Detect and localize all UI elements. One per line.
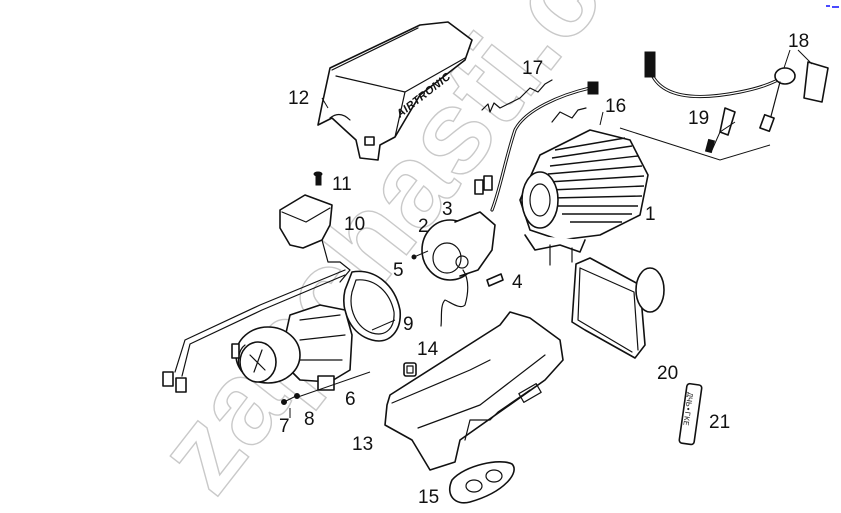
callout-15: 15 bbox=[418, 487, 439, 508]
callout-11: 11 bbox=[332, 174, 352, 195]
part-control-unit[interactable] bbox=[279, 194, 351, 283]
callout-20: 20 bbox=[657, 363, 678, 384]
part-screw-2[interactable] bbox=[411, 250, 429, 260]
callout-19: 19 bbox=[688, 108, 709, 129]
leader-lines bbox=[289, 49, 813, 418]
callout-6: 6 bbox=[345, 389, 356, 410]
part-lower-casing[interactable] bbox=[384, 311, 564, 471]
part-blower[interactable] bbox=[231, 304, 353, 391]
callout-12: 12 bbox=[288, 88, 309, 109]
callout-18: 18 bbox=[788, 31, 809, 52]
part-sensor-harness[interactable] bbox=[474, 81, 599, 212]
part-wiring-harness[interactable] bbox=[644, 51, 829, 133]
callout-17: 17 bbox=[522, 58, 543, 79]
part-burner[interactable] bbox=[421, 211, 496, 281]
callout-14: 14 bbox=[417, 339, 439, 360]
callout-10: 10 bbox=[344, 214, 365, 235]
part-heat-exchanger[interactable] bbox=[519, 129, 649, 266]
corner-mark bbox=[826, 5, 839, 8]
callout-2: 2 bbox=[418, 216, 429, 237]
part-type-plate[interactable]: ДЧЬ•ГКЕ bbox=[678, 382, 703, 446]
callout-16: 16 bbox=[605, 96, 626, 117]
callout-13: 13 bbox=[352, 434, 373, 455]
part-fuse-holder[interactable] bbox=[704, 107, 736, 154]
part-grommet[interactable] bbox=[403, 362, 417, 377]
callout-21: 21 bbox=[709, 412, 730, 433]
callout-9: 9 bbox=[403, 314, 414, 335]
part-screw-11[interactable] bbox=[313, 171, 323, 186]
part-retaining-spring[interactable] bbox=[481, 79, 553, 113]
cooling-fins bbox=[547, 137, 645, 223]
part-screw-7[interactable] bbox=[281, 395, 297, 405]
callout-7: 7 bbox=[279, 416, 290, 437]
part-fuel-pipe[interactable] bbox=[440, 269, 469, 327]
part-air-inlet-hood[interactable] bbox=[571, 257, 665, 359]
callout-4: 4 bbox=[512, 272, 523, 293]
callout-1: 1 bbox=[645, 204, 656, 225]
part-clip[interactable] bbox=[486, 273, 504, 287]
callout-5: 5 bbox=[393, 260, 404, 281]
part-flange-gasket[interactable] bbox=[448, 461, 515, 504]
callout-3: 3 bbox=[442, 199, 453, 220]
part-blower-harness[interactable] bbox=[162, 269, 346, 393]
callout-8: 8 bbox=[304, 409, 315, 430]
callouts: 1 2 3 4 5 6 7 8 9 10 11 12 13 14 15 16 1… bbox=[279, 31, 809, 508]
